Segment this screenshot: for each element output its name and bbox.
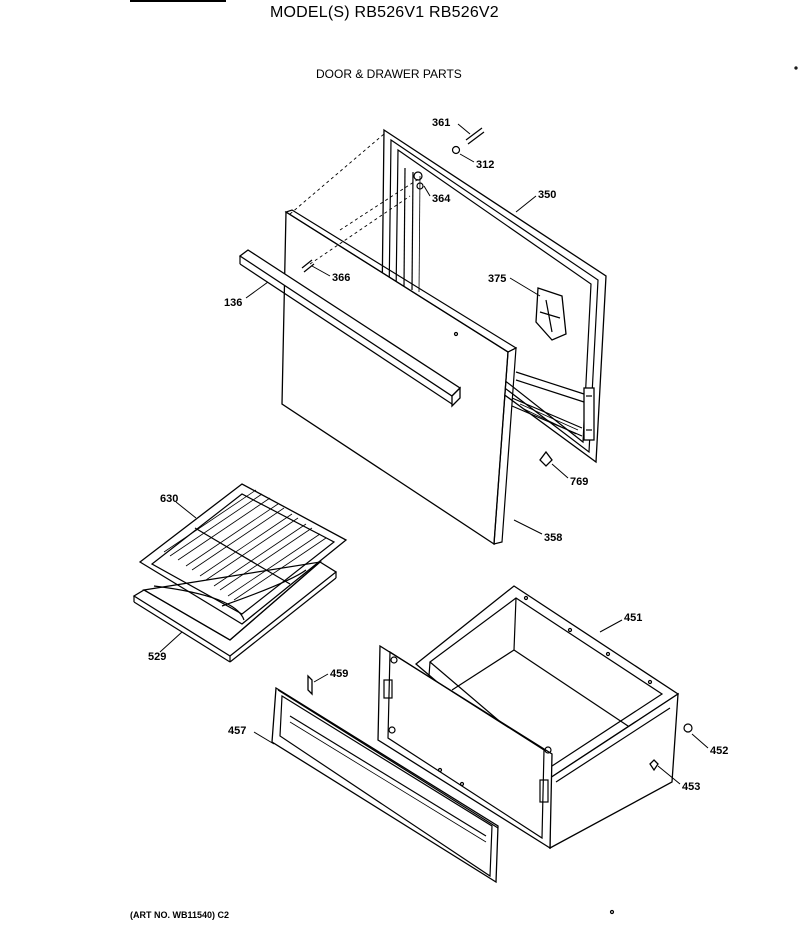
door-bracket-375: [535, 287, 567, 341]
part-label: 451: [624, 612, 642, 624]
model-title: MODEL(S) RB526V1 RB526V2: [270, 4, 499, 21]
broiler-grid-630: [138, 483, 348, 625]
leader-lines: [159, 123, 709, 785]
part-label: 453: [682, 781, 700, 793]
stray-dot: [794, 66, 798, 70]
part-label: 366: [332, 272, 350, 284]
part-label: 136: [224, 297, 242, 309]
part-label: 452: [710, 745, 728, 757]
part-label: 529: [148, 651, 166, 663]
part-label: 375: [488, 273, 506, 285]
screw-769: [539, 450, 553, 467]
nut-452: [683, 723, 693, 733]
art-number: (ART NO. WB11540) C2: [130, 910, 230, 920]
section-title: DOOR & DRAWER PARTS: [316, 67, 462, 81]
screw-453: [649, 759, 659, 772]
door-handle-136: [238, 249, 462, 408]
drawer-front-frame: [377, 644, 553, 850]
screw-366: [301, 259, 315, 273]
drawer-front-panel-457: [271, 686, 499, 884]
part-label: 350: [538, 189, 556, 201]
screw-459: [307, 674, 313, 696]
part-label: 459: [330, 668, 348, 680]
part-label: 361: [432, 117, 450, 129]
part-label: 457: [228, 725, 246, 737]
assembly-line: [309, 195, 411, 265]
assembly-line: [289, 133, 385, 215]
stray-dot: [609, 909, 615, 915]
door-inner-panel: [381, 128, 607, 464]
assembly-line: [339, 177, 421, 231]
washer-312: [451, 145, 461, 155]
part-label: 769: [570, 476, 588, 488]
oven-door-outer-358: [281, 209, 518, 546]
part-label: 364: [432, 193, 451, 205]
part-label: 630: [160, 493, 178, 505]
broiler-pan-529: [132, 561, 338, 663]
screw-361: [465, 127, 485, 145]
part-label: 312: [476, 159, 494, 171]
part-label: 358: [544, 532, 562, 544]
